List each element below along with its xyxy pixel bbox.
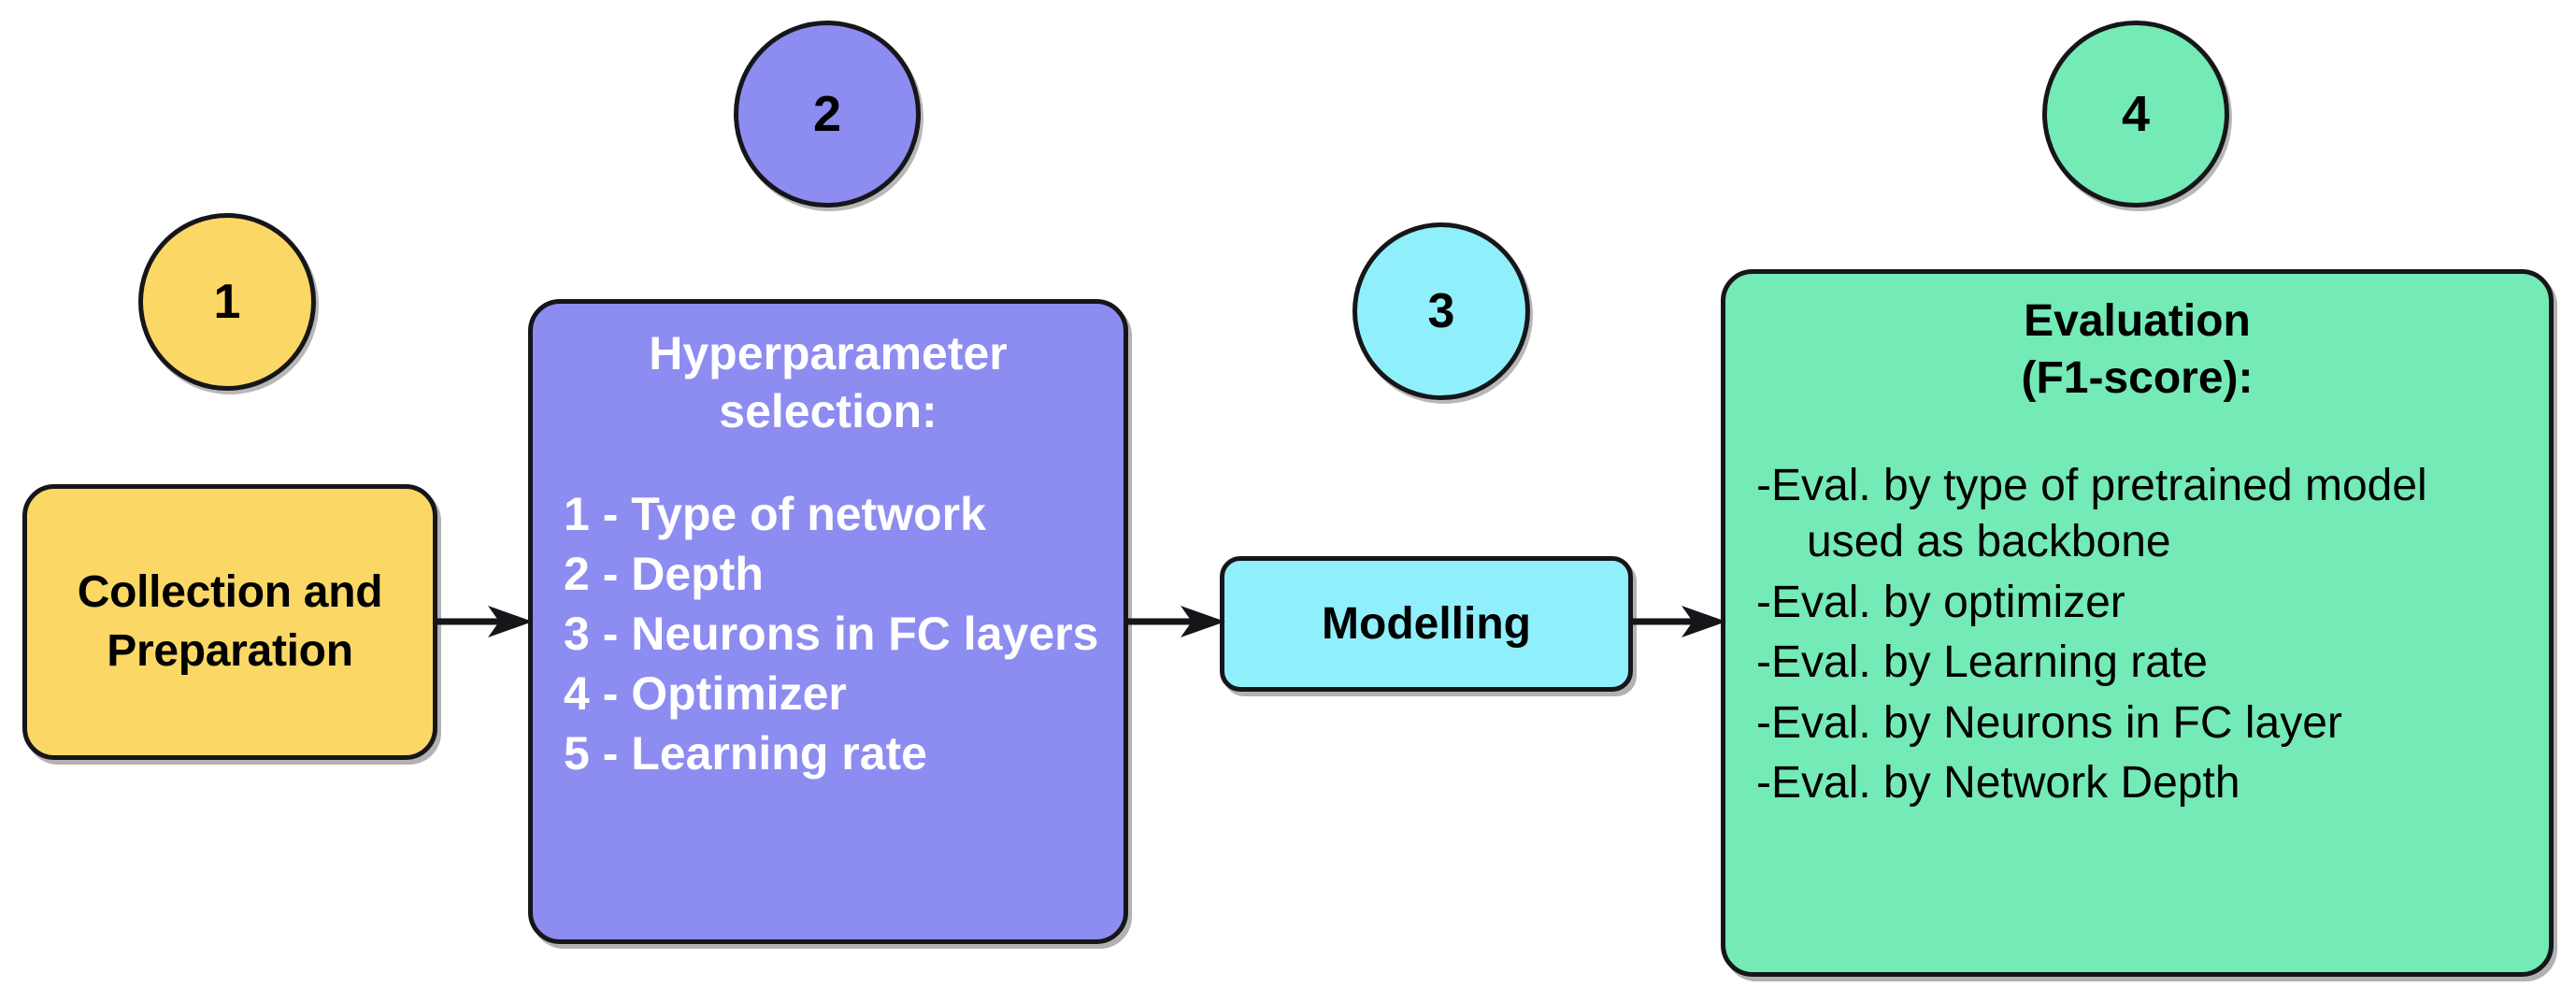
step-circle-4-label: 4	[2121, 86, 2151, 142]
hyperparameter-title-line-1: Hyperparameter	[649, 327, 1008, 379]
modelling-box: Modelling	[1220, 556, 1633, 692]
list-item: -Eval. by optimizer	[1756, 577, 2125, 627]
evaluation-title-line-1: Evaluation	[2024, 296, 2251, 346]
list-item: 5 - Learning rate	[564, 727, 927, 780]
list-item: -Eval. by type of pretrained model used …	[1756, 460, 2427, 567]
hyperparameter-list: 1 - Type of network 2 - Depth 3 - Neuron…	[551, 485, 1106, 784]
hyperparameter-title-line-2: selection:	[719, 385, 937, 437]
step-circle-3: 3	[1352, 222, 1530, 400]
list-item: -Eval. by Network Depth	[1756, 758, 2240, 809]
modelling-label: Modelling	[1322, 598, 1531, 649]
arrow-hyperparameters-to-modelling-icon	[1126, 606, 1225, 637]
evaluation-box: Evaluation (F1-score): -Eval. by type of…	[1721, 269, 2554, 977]
collection-and-preparation-box: Collection and Preparation	[22, 484, 437, 760]
step-circle-1: 1	[138, 213, 316, 391]
list-item: 3 - Neurons in FC layers	[564, 608, 1099, 660]
collection-and-preparation-title: Collection and Preparation	[77, 564, 383, 680]
evaluation-list: -Eval. by type of pretrained model used …	[1743, 458, 2531, 816]
list-item: -Eval. by Neurons in FC layer	[1756, 697, 2342, 748]
hyperparameter-selection-box: Hyperparameter selection: 1 - Type of ne…	[528, 299, 1128, 944]
list-item: 1 - Type of network	[564, 488, 986, 540]
evaluation-title-line-2: (F1-score):	[2021, 353, 2254, 404]
arrow-modelling-to-evaluation-icon	[1629, 606, 1726, 637]
step-circle-2-label: 2	[812, 86, 842, 142]
list-item: -Eval. by Learning rate	[1756, 637, 2208, 688]
collection-title-line-1: Collection and	[77, 567, 383, 618]
collection-title-line-2: Preparation	[107, 625, 353, 676]
step-circle-4: 4	[2042, 21, 2229, 208]
hyperparameter-selection-title: Hyperparameter selection:	[557, 324, 1099, 440]
step-circle-3-label: 3	[1427, 284, 1455, 338]
list-item: 4 - Optimizer	[564, 667, 847, 720]
list-item: 2 - Depth	[564, 548, 764, 600]
step-circle-1-label: 1	[213, 275, 241, 329]
step-circle-2: 2	[734, 21, 921, 208]
arrow-collection-to-hyperparameters-icon	[436, 606, 533, 637]
evaluation-title: Evaluation (F1-score):	[1750, 293, 2525, 408]
